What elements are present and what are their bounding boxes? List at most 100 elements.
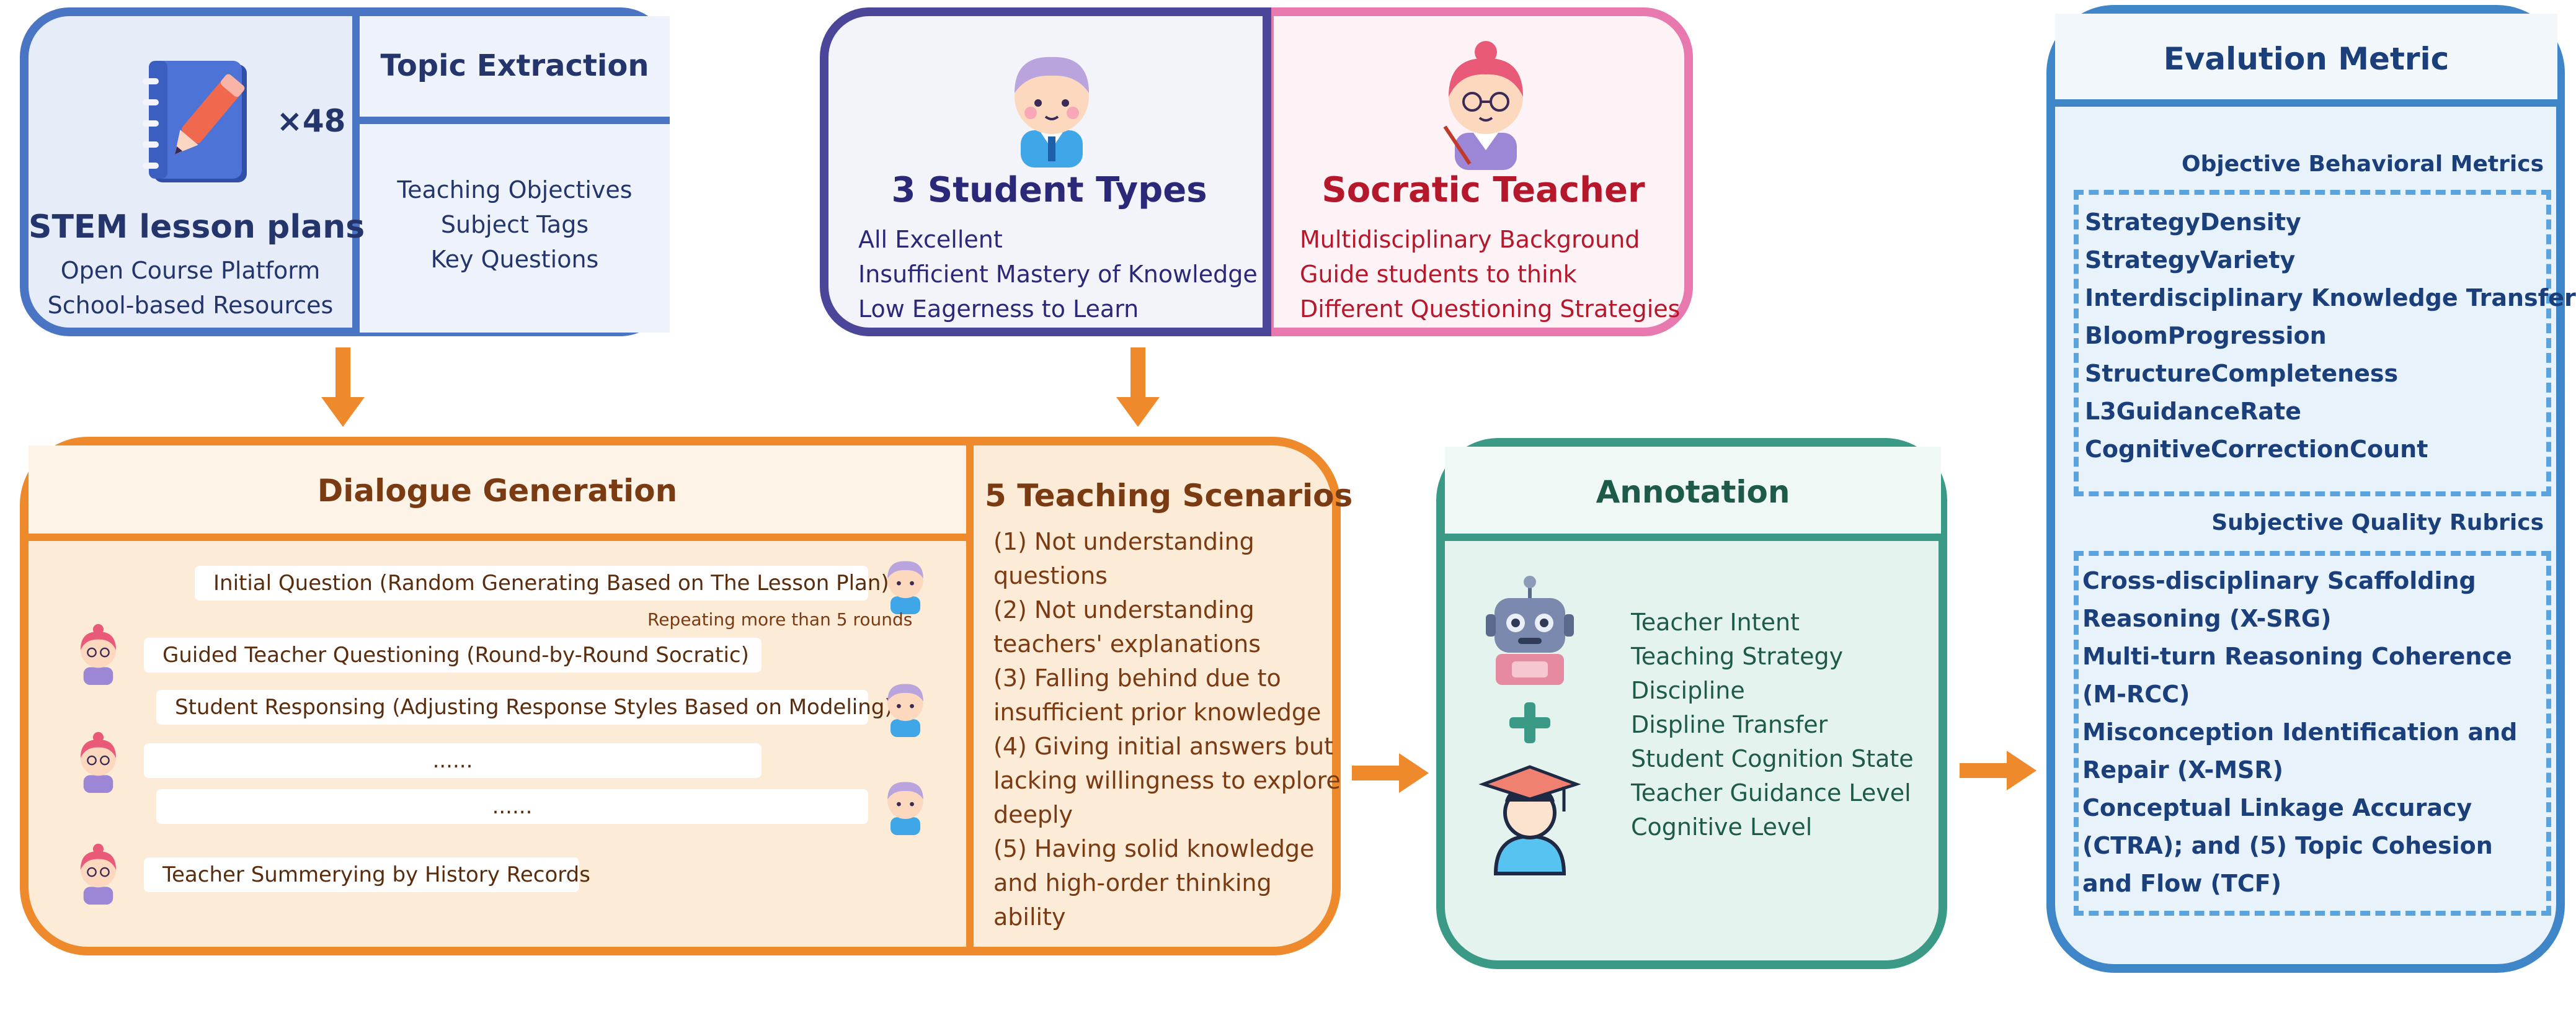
annotation-list: Teacher Intent Teaching Strategy Discipl… (1631, 606, 1914, 844)
source-item: School-based Resources (47, 292, 334, 319)
student-avatar-icon (1015, 56, 1089, 168)
dialogue-generation-box: Dialogue Generation Initial Question (Ra… (20, 437, 1352, 955)
multiplier-label: ×48 (277, 103, 346, 139)
rubric-line: (M-RCC) (2082, 681, 2190, 708)
lesson-plans-title: STEM lesson plans (29, 208, 365, 246)
annotation-title: Annotation (1596, 474, 1790, 510)
rubric-line: Cross-disciplinary Scaffolding (2082, 567, 2476, 594)
metric-item: BloomProgression (2085, 322, 2327, 349)
scenario-line: (2) Not understanding (993, 596, 1255, 624)
teacher-avatar-icon (80, 843, 117, 905)
topic-item: Teaching Objectives (397, 176, 633, 203)
student-types-box: 3 Student Types All Excellent Insufficie… (820, 7, 1270, 336)
teacher-avatar-icon (80, 731, 117, 793)
dialogue-header (29, 445, 966, 534)
subjective-rubrics-title: Subjective Quality Rubrics (2211, 510, 2544, 535)
metric-item: Interdisciplinary Knowledge Transfer (2085, 284, 2576, 311)
topic-item: Key Questions (430, 246, 599, 273)
divider (1445, 534, 1941, 541)
rubric-line: Misconception Identification and (2082, 718, 2518, 746)
student-avatar-icon (887, 782, 923, 835)
scenario-line: teachers' explanations (993, 630, 1261, 658)
dialogue-step: Initial Question (Random Generating Base… (195, 566, 889, 601)
dialogue-step: ...... (144, 743, 762, 778)
scenario-line: (4) Giving initial answers but (993, 733, 1334, 760)
scenario-line: ability (993, 903, 1066, 931)
topic-extraction-title: Topic Extraction (380, 48, 649, 83)
annotation-item: Cognitive Level (1631, 813, 1813, 841)
plus-icon (1509, 702, 1550, 743)
divider (352, 16, 360, 333)
metric-item: StrategyVariety (2085, 246, 2296, 274)
divider (360, 117, 670, 124)
objective-metrics-list: StrategyDensity StrategyVariety Interdis… (2085, 203, 2576, 468)
arrow-down-icon (1116, 347, 1160, 427)
socratic-teacher-title: Socratic Teacher (1321, 170, 1645, 210)
annotation-item: Teacher Intent (1631, 609, 1800, 636)
subjective-rubrics-list: Cross-disciplinary Scaffolding Reasoning… (2082, 562, 2517, 903)
teacher-trait: Guide students to think (1300, 261, 1577, 288)
teacher-avatar-icon (80, 624, 117, 685)
metric-item: CognitiveCorrectionCount (2085, 436, 2428, 463)
annotation-item: Displine Transfer (1631, 711, 1828, 738)
rubric-line: Reasoning (X-SRG) (2082, 605, 2332, 632)
rubric-line: Multi-turn Reasoning Coherence (2082, 643, 2512, 670)
metric-item: StrategyDensity (2085, 208, 2301, 236)
annotation-item: Teacher Guidance Level (1631, 779, 1911, 807)
dialogue-step: Student Responsing (Adjusting Response S… (156, 690, 893, 725)
divider (1263, 7, 1271, 336)
scenario-line: lacking willingness to explore (993, 767, 1341, 794)
annotation-box: Annotation Teacher Intent Teaching Strat… (1436, 438, 1947, 969)
annotation-item: Student Cognition State (1631, 745, 1914, 772)
objective-metrics-panel: StrategyDensity StrategyVariety Interdis… (2074, 190, 2576, 496)
student-type-item: All Excellent (858, 226, 1003, 253)
source-item: Open Course Platform (60, 257, 321, 284)
rubric-line: and Flow (TCF) (2082, 870, 2282, 897)
evaluation-header (2055, 14, 2557, 99)
objective-metrics-title: Objective Behavioral Metrics (2182, 151, 2544, 177)
robot-icon (1486, 576, 1574, 685)
graduate-icon (1478, 765, 1581, 875)
scenario-list: (1) Not understanding questions (2) Not … (993, 525, 1341, 934)
rubric-line: Conceptual Linkage Accuracy (2082, 794, 2472, 821)
annotation-header (1445, 447, 1941, 534)
topic-extraction-panel (360, 16, 670, 333)
arrow-right-icon (1352, 753, 1429, 793)
repeat-note: Repeating more than 5 rounds (647, 609, 913, 630)
annotation-item: Discipline (1631, 677, 1745, 704)
arrow-right-icon (1960, 751, 2036, 790)
scenario-line: deeply (993, 801, 1073, 828)
dialogue-step: Guided Teacher Questioning (Round-by-Rou… (144, 638, 762, 673)
scenario-line: questions (993, 562, 1108, 589)
evaluation-title: Evalution Metric (2163, 41, 2449, 77)
dialogue-step: Teacher Summerying by History Records (144, 857, 590, 892)
rubric-line: (CTRA); and (5) Topic Cohesion (2082, 832, 2493, 859)
notebook-pencil-icon (143, 61, 247, 182)
scenario-line: (3) Falling behind due to (993, 664, 1281, 692)
scenario-line: (5) Having solid knowledge (993, 835, 1315, 862)
divider (2055, 99, 2557, 107)
socratic-teacher-box: Socratic Teacher Multidisciplinary Backg… (1265, 7, 1693, 336)
subjective-rubrics-panel: Cross-disciplinary Scaffolding Reasoning… (2074, 551, 2551, 916)
student-avatar-icon (887, 561, 923, 614)
scenario-line: insufficient prior knowledge (993, 699, 1321, 726)
scenario-line: and high-order thinking (993, 869, 1272, 897)
lesson-plans-box: ×48 STEM lesson plans Open Course Platfo… (20, 7, 670, 336)
teacher-trait: Multidisciplinary Background (1300, 226, 1640, 253)
scenario-line: (1) Not understanding (993, 528, 1255, 555)
metric-item: L3GuidanceRate (2085, 398, 2301, 425)
arrow-down-icon (321, 347, 365, 427)
divider (29, 534, 966, 541)
topic-item: Subject Tags (440, 211, 589, 238)
evaluation-metric-box: Evalution Metric Objective Behavioral Me… (2046, 5, 2576, 973)
teacher-avatar-icon (1443, 41, 1523, 170)
student-types-title: 3 Student Types (891, 170, 1207, 210)
student-type-item: Low Eagerness to Learn (858, 295, 1139, 323)
dialogue-step: ...... (156, 789, 868, 824)
annotation-item: Teaching Strategy (1631, 643, 1844, 670)
divider (966, 445, 974, 954)
scenarios-title: 5 Teaching Scenarios (985, 478, 1353, 514)
metric-item: StructureCompleteness (2085, 360, 2399, 387)
rubric-line: Repair (X-MSR) (2082, 756, 2284, 784)
dialogue-title: Dialogue Generation (317, 473, 678, 509)
